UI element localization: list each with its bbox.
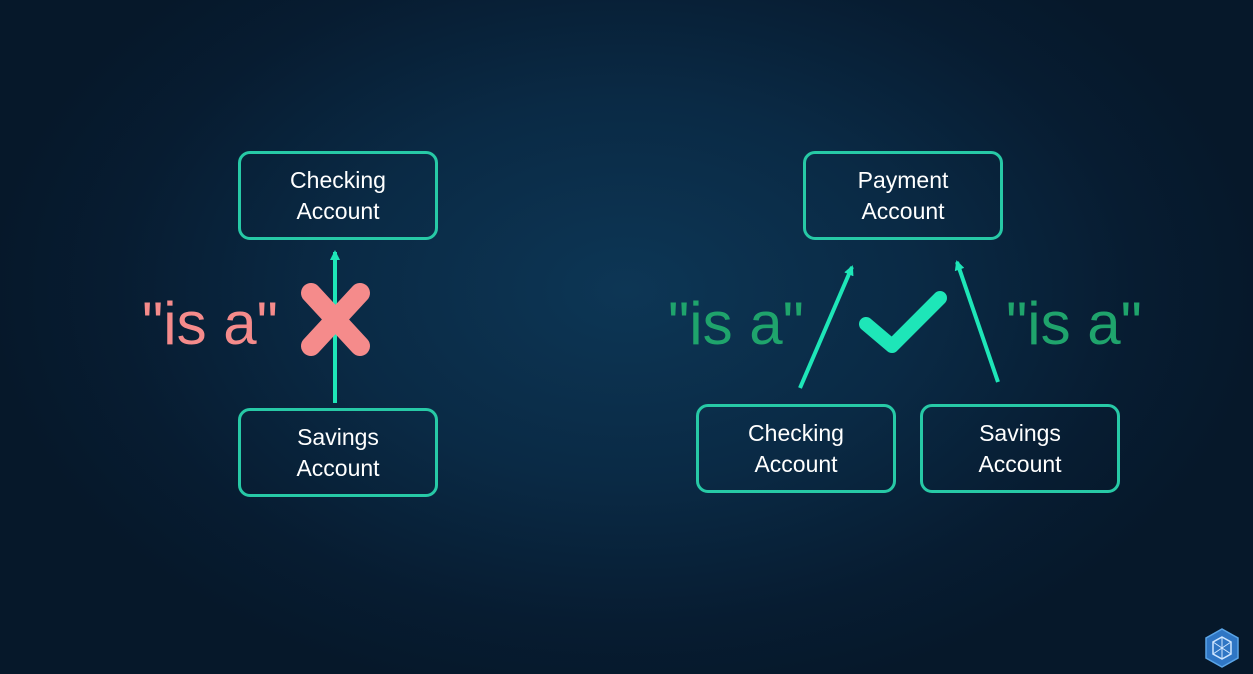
box-label-line2: Account	[296, 197, 380, 224]
box-label-line1: Payment	[857, 166, 949, 193]
box-label-line2: Account	[296, 454, 380, 481]
right-savings-account-box: Savings Account	[920, 404, 1120, 493]
box-label-line2: Account	[861, 197, 945, 224]
savings-to-payment-arrow	[954, 260, 1000, 383]
box-label-line1: Savings	[297, 423, 379, 450]
right-is-a-label-right: "is a"	[1006, 290, 1142, 357]
left-checking-account-box: Checking Account	[238, 151, 438, 240]
left-savings-account-box: Savings Account	[238, 408, 438, 497]
cross-icon	[301, 283, 370, 356]
checking-to-payment-arrow	[798, 265, 854, 389]
box-label-line1: Checking	[290, 166, 386, 193]
right-is-a-label-left: "is a"	[668, 290, 804, 357]
box-label-line1: Savings	[979, 419, 1061, 446]
box-label-line2: Account	[978, 450, 1062, 477]
left-is-a-label: "is a"	[142, 290, 278, 357]
checkmark-icon	[859, 291, 947, 353]
hexagon-logo-icon	[1205, 628, 1239, 668]
box-label-line1: Checking	[748, 419, 844, 446]
payment-account-box: Payment Account	[803, 151, 1003, 240]
box-label-line2: Account	[754, 450, 838, 477]
right-checking-account-box: Checking Account	[696, 404, 896, 493]
